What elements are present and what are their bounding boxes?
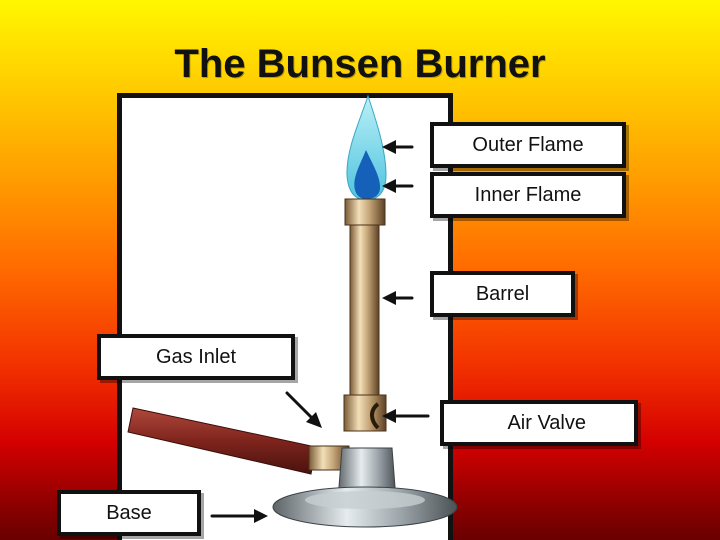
base-label: Base [57, 490, 201, 536]
barrel-label: Barrel [430, 271, 575, 317]
inner-flame-label-text: Inner Flame [474, 183, 582, 206]
outer-flame-arrow [382, 140, 414, 154]
air-valve-label: Air Valve [440, 400, 638, 446]
outer-flame-label-text: Outer Flame [472, 133, 584, 156]
inner-flame-arrow [382, 179, 414, 193]
air-valve-slot [370, 402, 380, 430]
barrel-tip [344, 198, 386, 226]
air-valve-arrow [382, 409, 430, 423]
barrel-tube [349, 224, 380, 424]
barrel-arrow [382, 291, 414, 305]
gas-inlet-label: Gas Inlet [97, 334, 295, 380]
barrel-label-text: Barrel [475, 282, 530, 305]
inner-flame-label: Inner Flame [430, 172, 626, 218]
inner-flame-shape [354, 150, 381, 199]
gas-inlet-arrow [285, 391, 322, 428]
base-arrow [210, 509, 268, 523]
gas-inlet-label-text: Gas Inlet [155, 345, 237, 368]
base-label-text: Base [106, 501, 152, 524]
page-title: The Bunsen Burner [174, 42, 546, 86]
air-valve-label-text: Air Valve [507, 411, 586, 434]
gas-hose [127, 407, 317, 475]
outer-flame-label: Outer Flame [430, 122, 626, 168]
air-valve-collar [343, 394, 387, 432]
